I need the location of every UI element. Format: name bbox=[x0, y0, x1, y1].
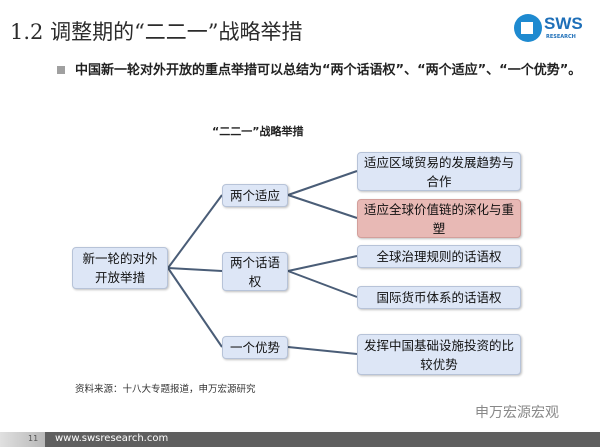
connector-root-branch-3 bbox=[167, 267, 223, 348]
watermark: 申万宏源宏观 bbox=[475, 405, 559, 421]
connector-branch-1-leaf-1 bbox=[287, 170, 358, 196]
connector-root-branch-1 bbox=[167, 194, 223, 269]
footer-url-link[interactable]: www.swsresearch.com bbox=[55, 433, 169, 444]
connector-branch-2-leaf-1 bbox=[287, 255, 358, 272]
diagram-title: “二二一”战略举措 bbox=[212, 125, 304, 138]
leaf-node-regional-trade: 适应区域贸易的发展趋势与合作 bbox=[357, 152, 521, 191]
leaf-node-global-governance: 全球治理规则的话语权 bbox=[357, 245, 521, 268]
connector-branch-3-leaf-1 bbox=[287, 346, 358, 355]
footer-bar bbox=[0, 432, 600, 447]
connector-branch-2-leaf-2 bbox=[287, 270, 358, 298]
branch-node-one-advantage: 一个优势 bbox=[222, 336, 288, 359]
footer-page-block bbox=[0, 432, 45, 447]
leaf-node-monetary-system: 国际货币体系的话语权 bbox=[357, 286, 521, 309]
source-note: 资料来源：十八大专题报道，申万宏源研究 bbox=[75, 384, 256, 395]
bullet-square-icon bbox=[57, 66, 65, 74]
connector-root-branch-2 bbox=[167, 267, 223, 272]
branch-node-two-adaptations: 两个适应 bbox=[222, 184, 288, 207]
leaf-node-global-value-chain: 适应全球价值链的深化与重塑 bbox=[357, 199, 521, 238]
sws-logo: SWS RESEARCH bbox=[514, 12, 590, 46]
page-number: 11 bbox=[28, 434, 39, 443]
branch-node-two-voices: 两个话语权 bbox=[222, 252, 288, 291]
leaf-node-infrastructure-investment: 发挥中国基础设施投资的比较优势 bbox=[357, 334, 521, 375]
logo-text: SWS bbox=[544, 14, 583, 33]
logo-subtext: RESEARCH bbox=[546, 34, 576, 40]
connector-branch-1-leaf-2 bbox=[287, 194, 358, 219]
root-node: 新一轮的对外开放举措 bbox=[72, 247, 168, 289]
slide-title: 1.2 调整期的“二二一”战略举措 bbox=[10, 20, 303, 44]
logo-mark-icon bbox=[514, 14, 542, 42]
bullet-text: 中国新一轮对外开放的重点举措可以总结为“两个话语权”、“两个适应”、“一个优势”… bbox=[75, 63, 582, 78]
